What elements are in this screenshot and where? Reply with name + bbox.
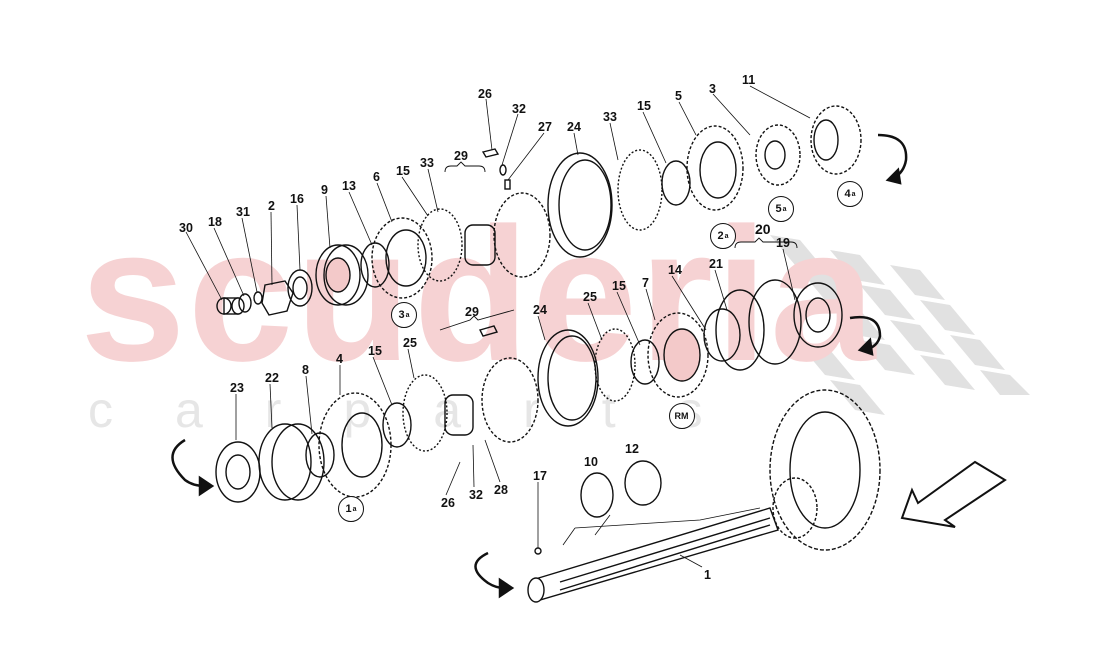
sleeve-24 (547, 152, 613, 258)
callout-13: 13 (342, 179, 356, 193)
callout-32: 32 (469, 488, 483, 502)
callout-2: 2 (268, 199, 275, 213)
sync-hub-29d (481, 357, 539, 443)
washer-15c (630, 339, 660, 385)
callout-3: 3 (709, 82, 716, 96)
gear-5 (686, 125, 744, 211)
callout-15: 15 (612, 279, 626, 293)
sync-ring-25 (402, 374, 448, 452)
washer-15d (382, 402, 412, 448)
callout-9: 9 (321, 183, 328, 197)
callout-7: 7 (642, 276, 649, 290)
cup-20 (748, 279, 802, 365)
callout-21: 21 (709, 257, 723, 271)
ball-32 (499, 164, 507, 176)
callout-5: 5 (675, 89, 682, 103)
callout-15: 15 (396, 164, 410, 178)
callout-15: 15 (368, 344, 382, 358)
gear-11 (810, 105, 862, 175)
cup-22 (258, 423, 312, 501)
callout-28: 28 (494, 483, 508, 497)
callout-25: 25 (403, 336, 417, 350)
needle-bearing-12 (624, 460, 662, 506)
rotation-arrow-lower-left (171, 438, 206, 488)
callout-33: 33 (603, 110, 617, 124)
callout-4: 4 (336, 352, 343, 366)
ball-17 (534, 547, 542, 555)
callout-24: 24 (567, 120, 581, 134)
hub-29 (464, 224, 496, 266)
callout-20: 20 (755, 221, 771, 237)
sleeve-24b (537, 329, 599, 427)
callout-16: 16 (290, 192, 304, 206)
washer-31 (253, 291, 263, 305)
callout-8: 8 (302, 363, 309, 377)
ring-21 (715, 289, 765, 371)
bearing-19 (793, 282, 843, 348)
sync-hub-29b (493, 192, 551, 278)
gear-4 (318, 392, 392, 498)
callout-10: 10 (584, 455, 598, 469)
callout-26: 26 (441, 496, 455, 510)
ring-gear (769, 389, 881, 551)
callout-18: 18 (208, 215, 222, 229)
callout-19: 19 (776, 236, 790, 250)
callout-29: 29 (465, 305, 479, 319)
ring-14 (703, 308, 741, 362)
callout-29: 29 (454, 149, 468, 163)
key-26 (481, 148, 500, 158)
direction-arrow-icon (900, 460, 1007, 528)
callout-25: 25 (583, 290, 597, 304)
callout-22: 22 (265, 371, 279, 385)
callout-23: 23 (230, 381, 244, 395)
lay-shaft-1 (527, 507, 779, 603)
sync-ring-33 (417, 208, 463, 282)
nut-16 (287, 269, 313, 307)
callout-26: 26 (478, 87, 492, 101)
pinion (772, 477, 818, 539)
callout-24: 24 (533, 303, 547, 317)
callout-11: 11 (742, 73, 756, 87)
callout-1: 1 (704, 568, 711, 582)
gear-6 (371, 217, 433, 299)
callout-17: 17 (533, 469, 547, 483)
circlip-18 (238, 293, 252, 313)
callout-6: 6 (373, 170, 380, 184)
gear-7 (647, 312, 709, 398)
callout-14: 14 (668, 263, 682, 277)
gear-marker-reverse: RM (669, 403, 695, 429)
sync-ring-33b (617, 149, 663, 231)
ring-13 (360, 242, 390, 288)
callout-27: 27 (538, 120, 552, 134)
gear-3 (755, 124, 801, 186)
callout-31: 31 (236, 205, 250, 219)
bushing-10 (580, 472, 614, 518)
rotation-arrows (171, 133, 908, 599)
spring-27 (504, 179, 511, 190)
washer-15 (661, 160, 691, 206)
coupling-2 (261, 280, 294, 316)
callout-15: 15 (637, 99, 651, 113)
callout-30: 30 (179, 221, 193, 235)
bearing-9 (315, 244, 361, 306)
callout-33: 33 (420, 156, 434, 170)
key-26b (478, 325, 499, 337)
hub-29c (444, 394, 474, 436)
bearing-23 (215, 441, 261, 503)
rotation-arrow-upper (877, 133, 908, 180)
callout-12: 12 (625, 442, 639, 456)
callout-32: 32 (512, 102, 526, 116)
sync-ring-25b (594, 328, 636, 402)
